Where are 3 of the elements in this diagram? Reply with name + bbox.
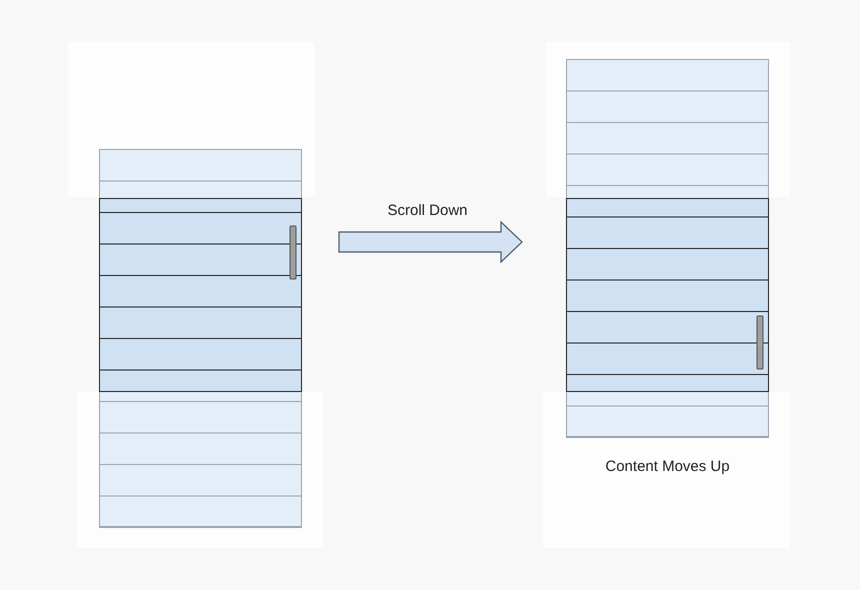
edge-label: Scroll Down [387,201,468,221]
arrow [338,220,523,264]
node-label: Content Moves Up [605,457,730,477]
